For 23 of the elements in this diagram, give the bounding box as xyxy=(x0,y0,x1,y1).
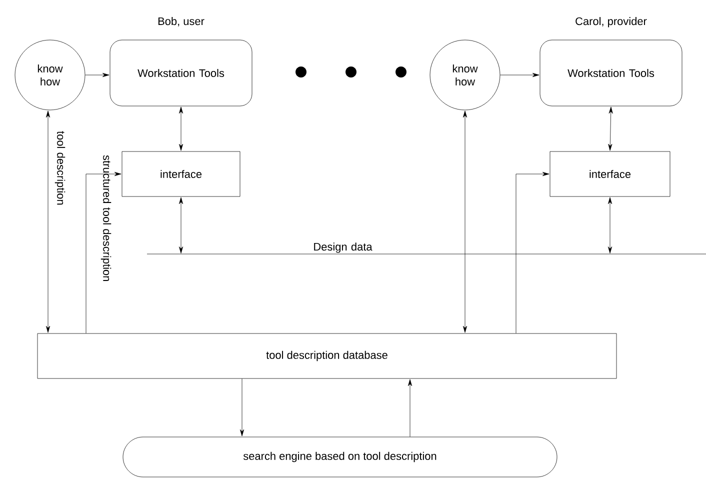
arrow xyxy=(85,72,110,78)
arrow xyxy=(516,172,550,334)
tool-box: Workstation Tools xyxy=(540,40,682,106)
process-box: interface xyxy=(550,151,670,197)
arrow xyxy=(462,110,468,333)
role-label: Carol, provider xyxy=(576,17,647,28)
arrow xyxy=(86,172,122,334)
arrow xyxy=(240,378,244,436)
data-bus-line: Design data xyxy=(146,242,706,254)
arrow xyxy=(46,110,50,333)
tool-box: Workstation Tools xyxy=(110,40,252,106)
process-box: interface xyxy=(122,151,240,197)
engine-box: search engine based on tool description xyxy=(122,436,558,478)
edge-label: tool description xyxy=(54,131,66,205)
arrow xyxy=(178,106,184,151)
process-box: tool description database xyxy=(37,333,617,379)
edge-label: structured tool description xyxy=(100,155,112,281)
arrow xyxy=(408,379,412,437)
arrow xyxy=(608,197,612,254)
role-label: Bob, user xyxy=(158,17,204,26)
arrow xyxy=(178,197,184,254)
arrow xyxy=(500,72,540,78)
arrow xyxy=(608,106,613,151)
